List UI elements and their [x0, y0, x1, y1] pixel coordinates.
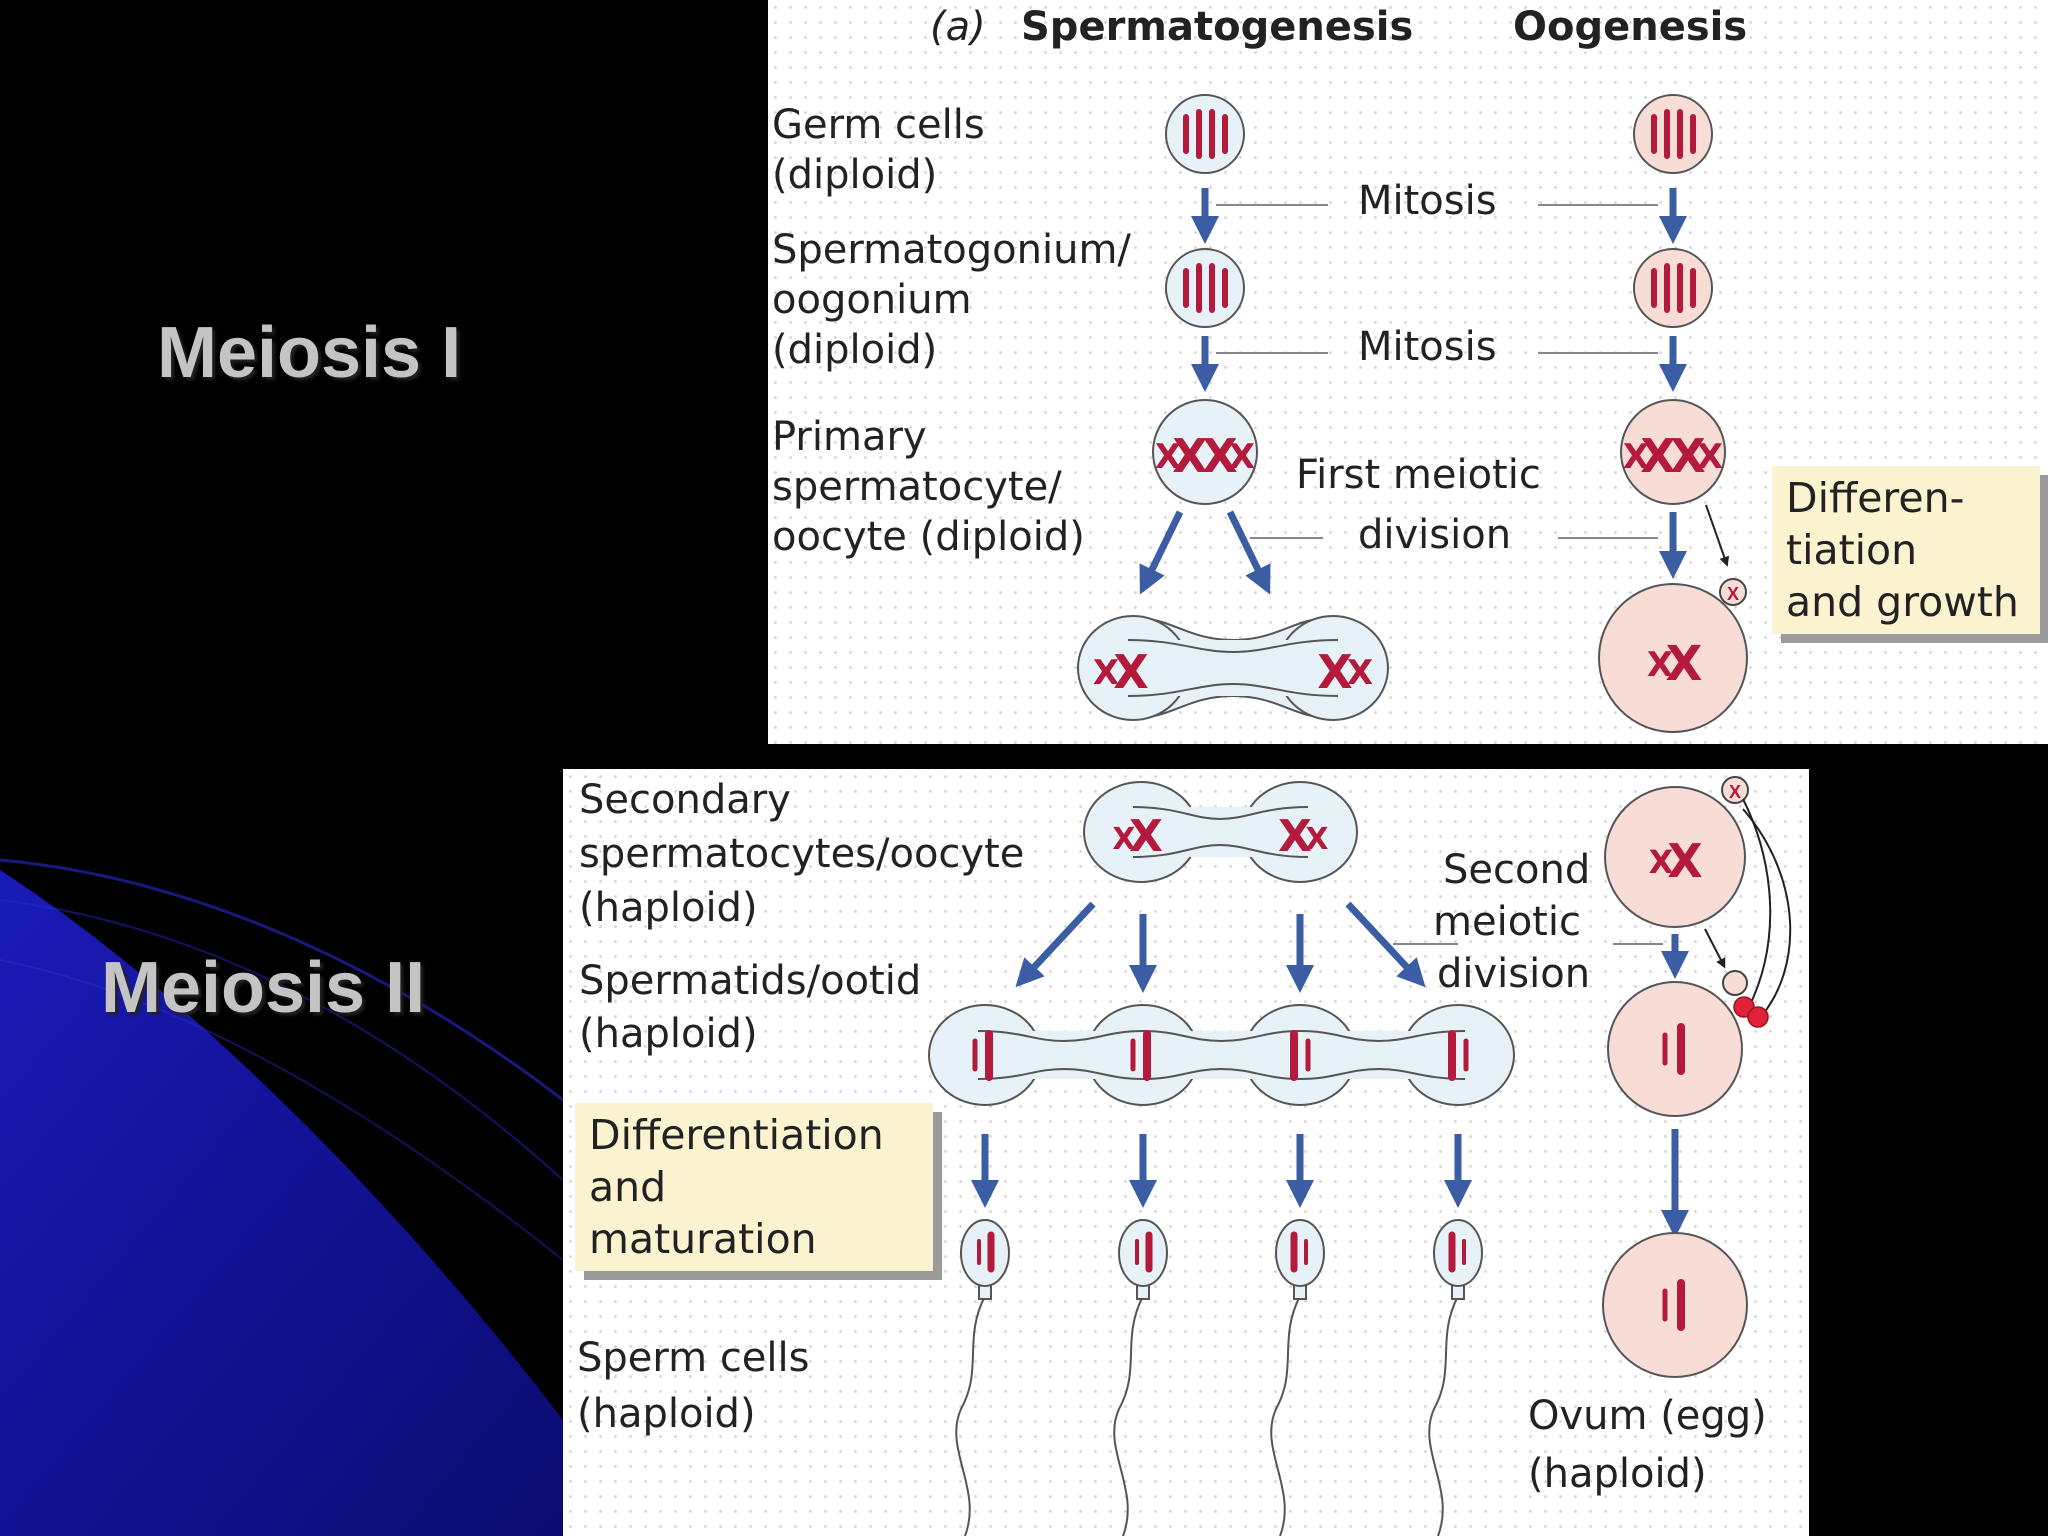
mitosis-label-1: Mitosis — [1358, 178, 1497, 224]
grown-oocyte-cell: XX — [1598, 583, 1748, 733]
meiosis-2-graphics: XX XX XX X — [928, 776, 1792, 1536]
secondary-oocyte-cell: XX — [1604, 786, 1746, 928]
spermatogonium-cell — [1165, 248, 1245, 328]
primary-spermatocyte-label: spermatocyte/ — [772, 464, 1062, 510]
oogonium-label: oogonium — [772, 277, 972, 323]
sperm-cell-1 — [955, 1219, 1010, 1536]
second-meiotic-label: Second — [1443, 847, 1591, 893]
part-label: (a) — [930, 4, 986, 50]
secondary-spermatocytes-label: spermatocytes/oocyte — [579, 831, 1025, 877]
spermatogonium-label: Spermatogonium/ — [772, 227, 1131, 273]
polar-body-top: X — [1721, 776, 1749, 804]
meiosis-1-graphics: XX XX XX XX XX — [1077, 94, 1748, 733]
mitosis-label-2: Mitosis — [1358, 324, 1497, 370]
svg-text:X: X — [1129, 811, 1163, 862]
differentiation-maturation-note: Differentiation and maturation — [575, 1103, 933, 1271]
ovum-cell — [1602, 1232, 1748, 1378]
oogonium-cell — [1633, 248, 1713, 328]
meiosis-2-label: Meiosis II — [101, 948, 426, 1028]
arrow-first-division-right — [1226, 510, 1271, 595]
polar-bodies-cluster — [1722, 970, 1769, 1028]
svg-text:X: X — [1697, 437, 1723, 477]
primary-oocyte-cell: XX XX — [1620, 399, 1726, 505]
svg-text:X: X — [1202, 429, 1237, 483]
sperm-cell-4 — [1428, 1219, 1483, 1536]
sperm-cells-ploidy: (haploid) — [577, 1391, 756, 1437]
spermatogonium-ploidy: (diploid) — [772, 327, 938, 373]
svg-text:X: X — [1649, 843, 1674, 881]
svg-text:X: X — [1640, 429, 1675, 483]
svg-text:X: X — [1665, 636, 1702, 692]
primary-spermatocyte-cell: XX XX — [1152, 399, 1258, 505]
svg-text:X: X — [1278, 811, 1312, 862]
svg-text:X: X — [1623, 437, 1649, 477]
spermatids-ploidy: (haploid) — [579, 1011, 758, 1057]
secondary-ploidy: (haploid) — [579, 885, 758, 931]
arrow-first-division-left — [1139, 510, 1184, 595]
svg-text:X: X — [1667, 834, 1702, 888]
second-meiotic-division-label: division — [1437, 951, 1591, 997]
svg-text:X: X — [1093, 653, 1119, 693]
polar-body-1: X — [1719, 578, 1747, 606]
svg-text:X: X — [1112, 822, 1135, 857]
svg-text:X: X — [1172, 429, 1207, 483]
germ-cells-label: Germ cells — [772, 102, 985, 148]
arrow-second-division-1 — [1015, 901, 1096, 988]
spermatids-chain — [928, 1004, 1515, 1106]
svg-text:X: X — [1647, 645, 1673, 685]
ootid-cell — [1607, 981, 1743, 1117]
svg-text:X: X — [1729, 782, 1741, 802]
svg-text:X: X — [1727, 584, 1739, 604]
arrow-second-division-4 — [1345, 901, 1426, 988]
second-meiotic-label-2: meiotic — [1433, 899, 1581, 945]
differentiation-growth-note: Differen- tiation and growth — [1772, 466, 2040, 634]
ovum-ploidy: (haploid) — [1528, 1451, 1707, 1497]
first-meiotic-label: First meiotic — [1296, 452, 1541, 498]
secondary-label: Secondary — [579, 777, 791, 823]
ovum-label: Ovum (egg) — [1528, 1393, 1767, 1439]
svg-text:X: X — [1347, 653, 1373, 693]
spermatids-label: Spermatids/ootid — [579, 958, 922, 1004]
secondary-spermatocytes-cell: XX XX — [1083, 781, 1358, 883]
svg-text:X: X — [1305, 822, 1328, 857]
sperm-cells-label: Sperm cells — [577, 1335, 810, 1381]
sperm-cell-3 — [1270, 1219, 1325, 1536]
svg-text:X: X — [1317, 645, 1352, 699]
primary-oocyte-label: oocyte (diploid) — [772, 514, 1085, 560]
sperm-cell-2 — [1113, 1219, 1168, 1536]
meiosis-1-label: Meiosis I — [157, 313, 462, 393]
svg-text:X: X — [1229, 437, 1255, 477]
spermatogenesis-heading: Spermatogenesis — [1021, 4, 1414, 50]
oogenesis-heading: Oogenesis — [1513, 4, 1748, 50]
svg-text:X: X — [1113, 645, 1148, 699]
first-meiotic-division-label: division — [1358, 512, 1512, 558]
primary-label: Primary — [772, 414, 927, 460]
svg-text:X: X — [1670, 429, 1705, 483]
secondary-spermatocytes-dividing: XX XX — [1077, 615, 1389, 721]
svg-text:X: X — [1155, 437, 1181, 477]
germ-cells-ploidy: (diploid) — [772, 152, 938, 198]
germ-cell-sperm — [1165, 94, 1245, 174]
germ-cell-egg — [1633, 94, 1713, 174]
